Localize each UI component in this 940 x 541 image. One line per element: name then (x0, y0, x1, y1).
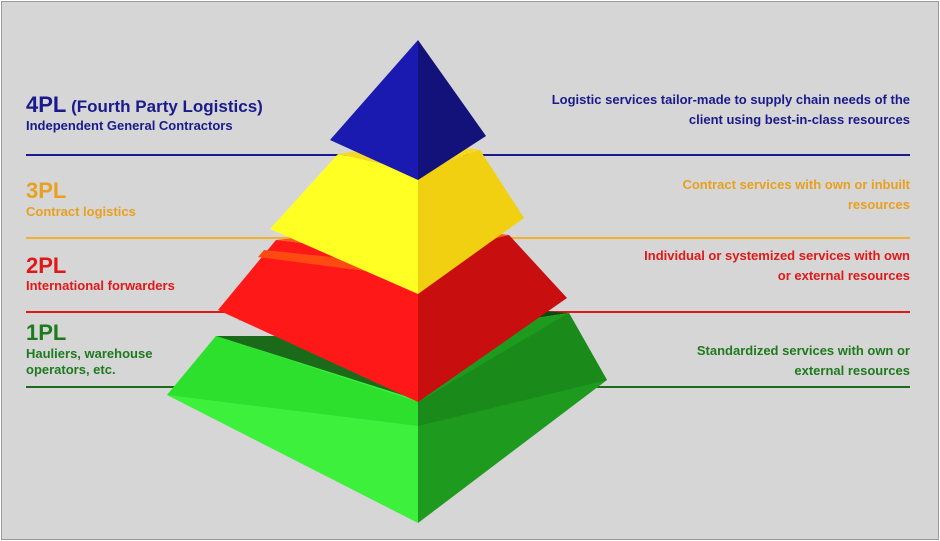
level-3pl-subtitle: Contract logistics (26, 204, 136, 219)
level-4pl-code: 4PL (26, 92, 67, 117)
pyramid-tier-4pl (330, 40, 486, 180)
pyramid-tier-2pl-right-face (418, 235, 567, 402)
level-1pl-subtitle: Hauliers, warehouse operators, etc. (26, 346, 152, 378)
level-1pl-title: 1PL (26, 320, 67, 345)
level-4pl-description-line1: Logistic services tailor-made to supply … (551, 92, 910, 107)
level-1pl-description-line1: Standardized services with own or (696, 343, 910, 358)
level-1pl-subtitle-line1: Hauliers, warehouse (26, 346, 153, 361)
pyramid-tier-1pl-front-right (418, 313, 607, 426)
pyramid-tier-3pl-right-face (418, 150, 524, 294)
level-1pl-subtitle-line2: operators, etc. (26, 362, 116, 377)
level-2pl-title: 2PL (26, 253, 67, 278)
level-2pl-description-line1: Individual or systemized services with o… (644, 248, 910, 263)
level-3pl-title: 3PL (26, 178, 67, 203)
level-4pl-title: 4PL (Fourth Party Logistics) (26, 92, 263, 118)
level-4pl-description-line2: client using best-in-class resources (688, 112, 910, 127)
level-2pl-description: Individual or systemized services with o… (644, 246, 910, 286)
level-3pl-description: Contract services with own or inbuilt re… (682, 175, 910, 215)
pyramid-tier-4pl-left-face (330, 40, 418, 180)
level-1pl-description-line2: external resources (794, 363, 910, 378)
level-3pl-description-line1: Contract services with own or inbuilt (682, 177, 910, 192)
level-4pl-description: Logistic services tailor-made to supply … (552, 90, 910, 130)
pyramid-tier-1pl-front (167, 336, 418, 426)
level-2pl-subtitle: International forwarders (26, 278, 175, 293)
level-4pl-subtitle: Independent General Contractors (26, 118, 233, 133)
pyramid-tier-2pl-left-face (218, 240, 418, 402)
level-3pl-description-line2: resources (847, 197, 910, 212)
level-1pl-description: Standardized services with own or extern… (697, 341, 910, 381)
pyramid-tier-3pl-left-face (270, 154, 418, 294)
level-2pl-description-line2: or external resources (777, 268, 910, 283)
level-4pl-code-extra: (Fourth Party Logistics) (66, 97, 263, 116)
pyramid-tier-4pl-right-face (418, 40, 486, 180)
